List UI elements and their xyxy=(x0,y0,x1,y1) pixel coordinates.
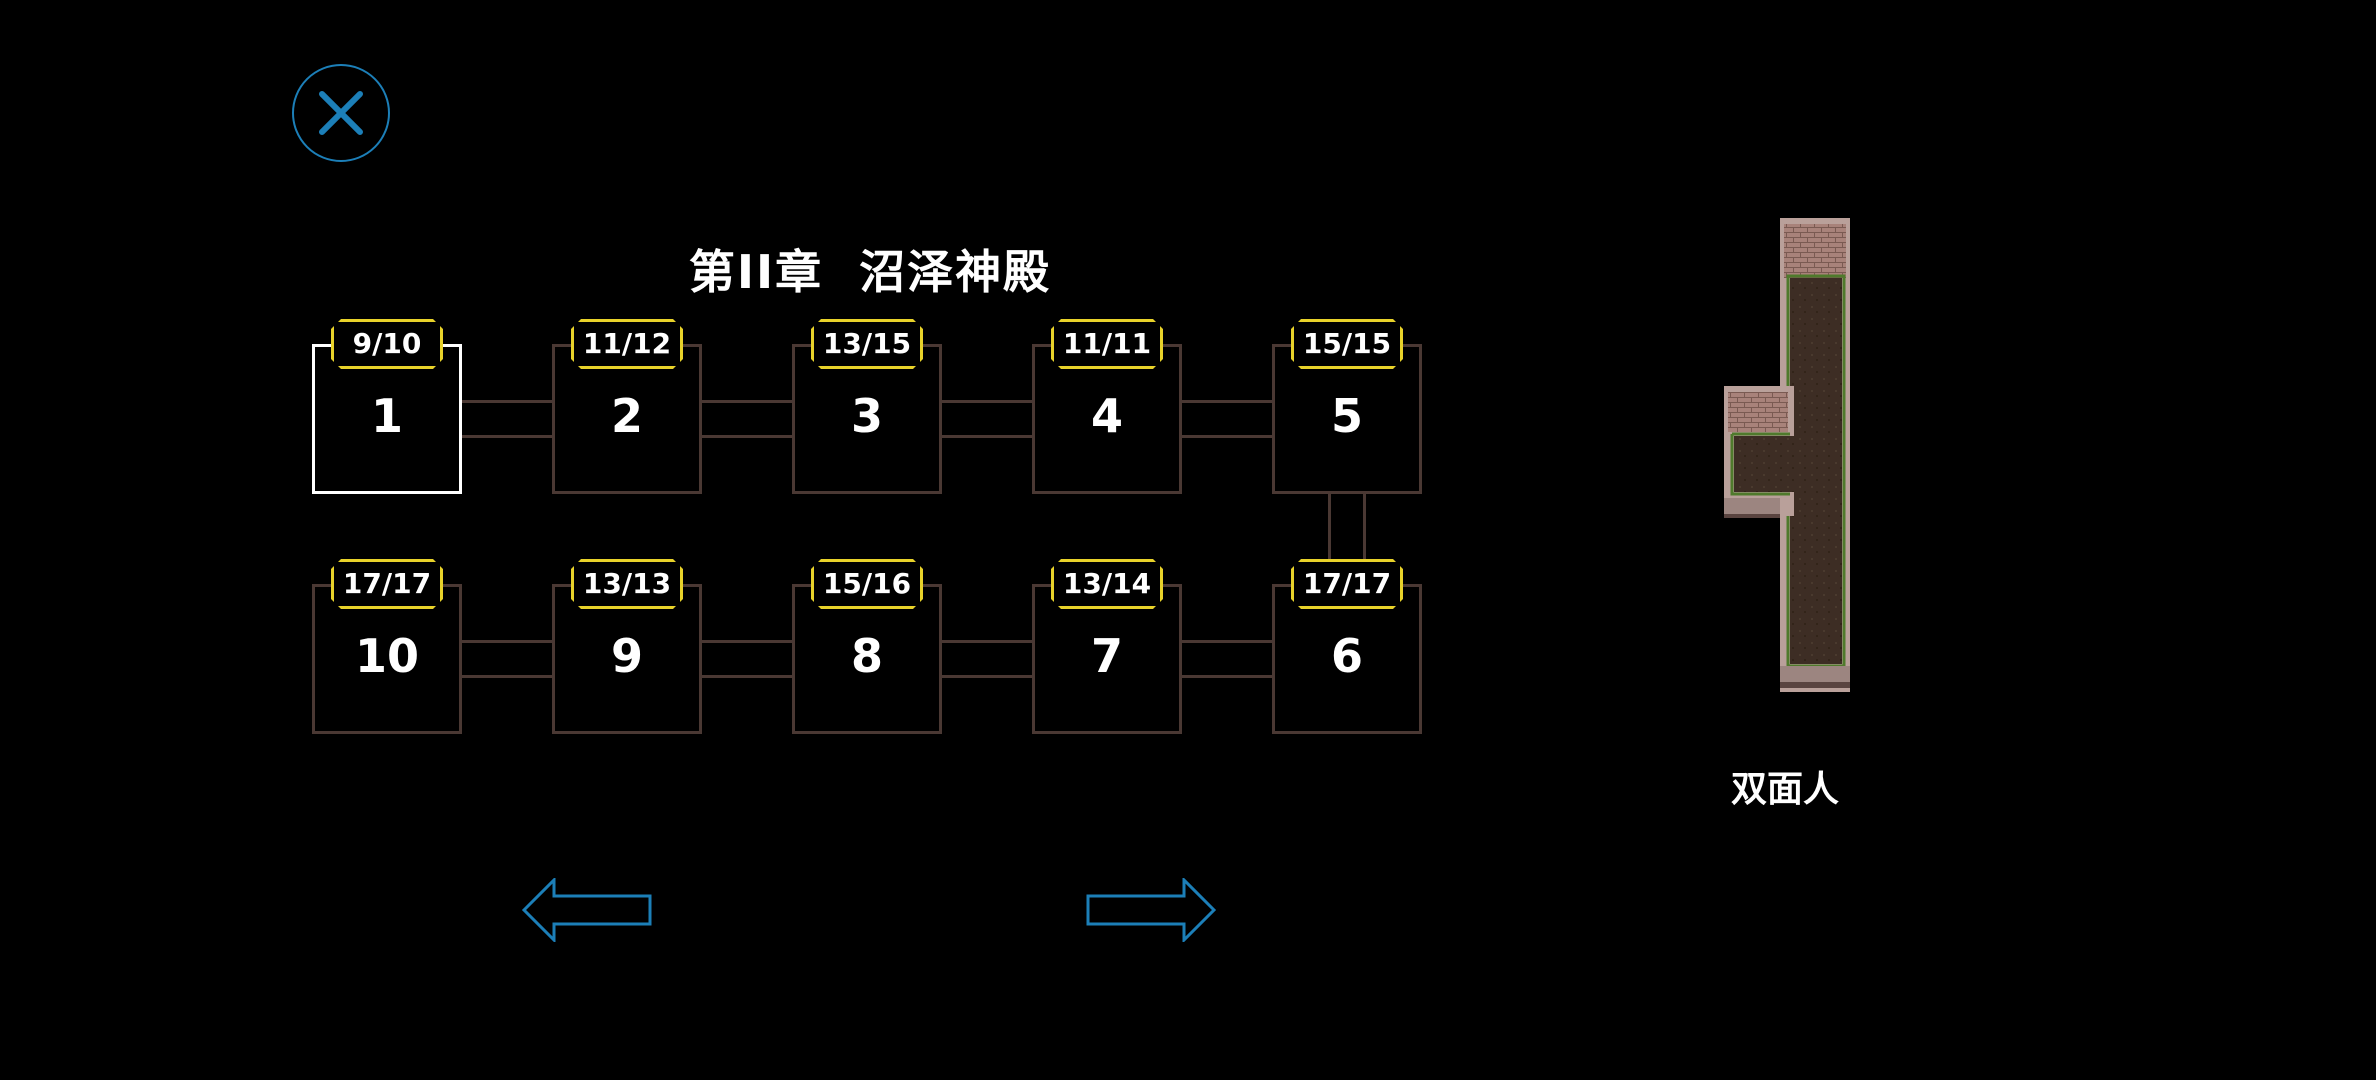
path-connector xyxy=(1182,640,1274,678)
level-progress-badge: 17/17 xyxy=(1291,559,1403,609)
path-connector xyxy=(1328,494,1366,586)
level-progress-badge: 13/13 xyxy=(571,559,683,609)
level-number: 8 xyxy=(850,629,883,683)
close-icon xyxy=(319,91,363,135)
level-progress-badge: 15/16 xyxy=(811,559,923,609)
boss-name: 双面人 xyxy=(1730,769,1839,810)
level-progress-badge: 13/15 xyxy=(811,319,923,369)
path-connector xyxy=(702,640,794,678)
level-progress-badge: 17/17 xyxy=(331,559,443,609)
level-1-room[interactable]: 1 xyxy=(312,344,462,494)
level-progress-badge: 15/15 xyxy=(1291,319,1403,369)
arrow-right-icon[interactable] xyxy=(1082,878,1216,942)
level-progress-badge: 11/11 xyxy=(1051,319,1163,369)
level-progress-badge: 11/12 xyxy=(571,319,683,369)
path-connector xyxy=(1182,400,1274,438)
level-number: 7 xyxy=(1090,629,1123,683)
level-number: 5 xyxy=(1330,389,1363,443)
level-3-room[interactable]: 3 xyxy=(792,344,942,494)
level-number: 2 xyxy=(610,389,643,443)
close-button[interactable] xyxy=(292,64,390,162)
level-10-room[interactable]: 10 xyxy=(312,584,462,734)
level-6-room[interactable]: 6 xyxy=(1272,584,1422,734)
level-number: 1 xyxy=(370,389,403,443)
level-5-room[interactable]: 5 xyxy=(1272,344,1422,494)
path-connector xyxy=(462,400,554,438)
arrow-left-icon[interactable] xyxy=(522,878,656,942)
level-number: 9 xyxy=(610,629,643,683)
level-number: 6 xyxy=(1330,629,1363,683)
level-2-room[interactable]: 2 xyxy=(552,344,702,494)
level-number: 4 xyxy=(1090,389,1123,443)
level-number: 10 xyxy=(354,629,419,683)
chapter-title: 第II章 沼泽神殿 xyxy=(688,245,1052,299)
level-9-room[interactable]: 9 xyxy=(552,584,702,734)
path-connector xyxy=(462,640,554,678)
level-progress-badge: 13/14 xyxy=(1051,559,1163,609)
path-connector xyxy=(942,640,1034,678)
path-connector xyxy=(942,400,1034,438)
level-number: 3 xyxy=(850,389,883,443)
path-connector xyxy=(702,400,794,438)
level-7-room[interactable]: 7 xyxy=(1032,584,1182,734)
level-4-room[interactable]: 4 xyxy=(1032,344,1182,494)
level-8-room[interactable]: 8 xyxy=(792,584,942,734)
level-progress-badge: 9/10 xyxy=(331,319,443,369)
boss-room-map xyxy=(1724,218,1850,692)
